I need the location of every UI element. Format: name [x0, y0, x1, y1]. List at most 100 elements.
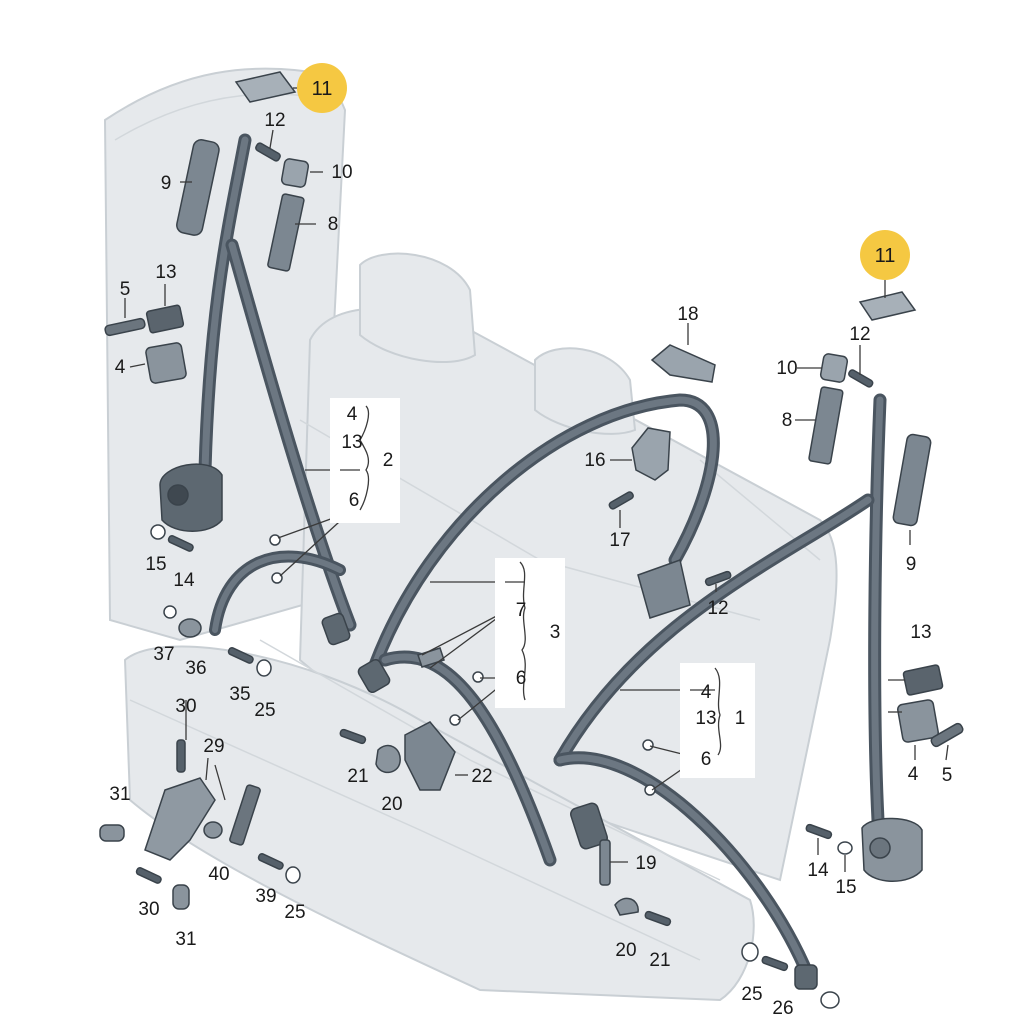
- cover-4-right: [897, 699, 939, 743]
- cover-4-left: [145, 342, 187, 384]
- group2-label-4: 4: [347, 404, 358, 425]
- label-18: 18: [677, 304, 698, 325]
- washer-15-left: [150, 524, 166, 540]
- bolt-12-right: [848, 369, 874, 388]
- callout-11-right: 11: [875, 245, 896, 267]
- group3-label-6: 6: [516, 668, 527, 689]
- retractor-left: [159, 463, 223, 532]
- brace-lines: [340, 405, 722, 756]
- seat-background: [103, 67, 838, 1002]
- label-10-left: 10: [331, 162, 352, 183]
- tongue-center: [357, 658, 391, 694]
- label-30-top: 30: [175, 696, 196, 717]
- bolt-21a: [339, 728, 367, 745]
- group2-label-2: 2: [383, 450, 394, 471]
- label-20-b: 20: [615, 940, 636, 961]
- label-37: 37: [153, 644, 174, 665]
- hardware-parts: [99, 71, 964, 1009]
- label-12-center: 12: [707, 598, 728, 619]
- label-12-top-left: 12: [264, 110, 285, 131]
- group-3-box: [495, 558, 565, 708]
- pin-6f: [644, 784, 656, 796]
- bolt-21b: [644, 910, 672, 927]
- cover-10-left: [280, 158, 310, 188]
- pin-6d: [449, 714, 461, 726]
- label-5-left: 5: [120, 279, 131, 300]
- label-20-a: 20: [381, 794, 402, 815]
- guide-16: [631, 427, 671, 481]
- buckle-22: [404, 721, 456, 791]
- pin-6a: [269, 534, 281, 546]
- group1-label-13: 13: [695, 708, 716, 729]
- pin-31-bottom: [172, 884, 190, 910]
- pin-31-top: [99, 824, 125, 842]
- label-17: 17: [609, 530, 630, 551]
- bushing-20a: [375, 744, 401, 774]
- belt-2-diagonal-core: [228, 241, 354, 629]
- bushing-20b: [614, 897, 639, 916]
- bushing-40: [203, 821, 223, 839]
- guide-9-right: [892, 433, 932, 527]
- part-labels: 11 11 12 10 9 8 5 13 4 4 13 2 6 15 14 37…: [109, 78, 952, 1019]
- washer-15-right: [837, 841, 853, 855]
- label-25-a: 25: [254, 700, 275, 721]
- group-2-box: [330, 398, 400, 523]
- bolt-30-top: [176, 739, 186, 773]
- trim-8-right: [808, 386, 844, 465]
- plug-5-left: [104, 317, 146, 337]
- retractor-center: [637, 559, 691, 619]
- bushing-36: [178, 618, 202, 638]
- pin-6c: [472, 671, 484, 683]
- bracket-29: [144, 777, 216, 861]
- label-21-b: 21: [649, 950, 670, 971]
- label-9-left: 9: [161, 173, 172, 194]
- headrest-left: [359, 252, 477, 364]
- label-16: 16: [584, 450, 605, 471]
- bolt-26: [761, 955, 789, 972]
- callout-11-right-circle: [860, 230, 910, 280]
- callout-11-left-circle: [297, 63, 347, 113]
- retractor-right: [861, 817, 923, 882]
- label-29: 29: [203, 736, 224, 757]
- label-19: 19: [635, 853, 656, 874]
- label-40: 40: [208, 864, 229, 885]
- group2-label-13: 13: [341, 432, 362, 453]
- cover-10-right: [819, 353, 849, 383]
- trim-8-left: [267, 193, 305, 272]
- label-10-right: 10: [776, 358, 797, 379]
- nut-25a: [256, 659, 272, 677]
- group-1-box: [680, 663, 755, 778]
- pin-6e: [642, 739, 654, 751]
- label-14-right: 14: [807, 860, 829, 881]
- label-15-left: 15: [145, 554, 166, 575]
- guide-9-left: [176, 139, 220, 236]
- belt-2-left-strap-core: [201, 136, 249, 474]
- label-31-top: 31: [109, 784, 130, 805]
- buckle-19: [570, 802, 608, 850]
- nut-25b: [285, 866, 301, 884]
- anchor-cover-11-left: [234, 71, 297, 103]
- label-14-left: 14: [173, 570, 195, 591]
- label-31-bottom: 31: [175, 929, 196, 950]
- bolt-12-center: [704, 570, 732, 587]
- washer-37: [163, 605, 177, 619]
- label-22: 22: [471, 766, 492, 787]
- label-8-left: 8: [328, 214, 339, 235]
- bolt-30-bottom: [135, 867, 162, 884]
- label-35: 35: [229, 684, 250, 705]
- plug-5-right: [930, 722, 964, 748]
- label-30-bottom: 30: [138, 899, 159, 920]
- pin-6b: [271, 572, 283, 584]
- bolt-14-right: [805, 823, 833, 840]
- label-9-right: 9: [906, 554, 917, 575]
- label-5-right: 5: [942, 765, 953, 786]
- bolt-35: [227, 647, 254, 664]
- label-4-left: 4: [115, 357, 126, 378]
- label-25-b: 25: [284, 902, 305, 923]
- washer-bottom: [820, 991, 840, 1009]
- nut-25c: [741, 942, 759, 962]
- label-8-right: 8: [782, 410, 793, 431]
- stalk-19: [599, 839, 611, 886]
- label-4-right: 4: [908, 764, 919, 785]
- anchor-cover-11-right: [858, 291, 917, 321]
